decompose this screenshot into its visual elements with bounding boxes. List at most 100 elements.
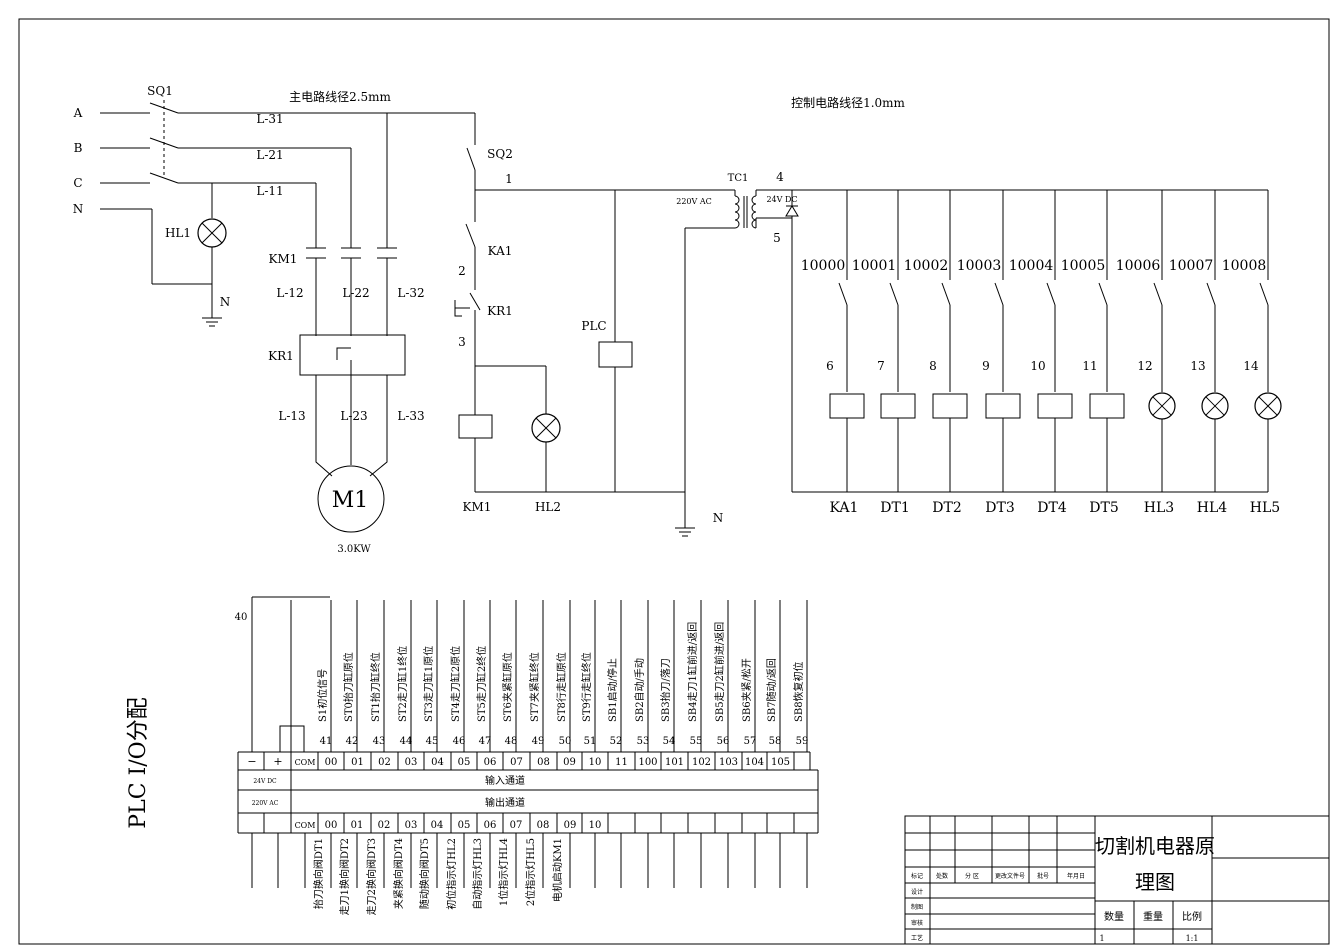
input-address-54: 101 [665,757,684,768]
title-left-label-3: 工艺 [911,934,923,942]
input-label-49: ST7夹紧缸终位 [528,652,541,722]
input-terminal-55: 55 [690,736,703,747]
wire-label-l21: L-21 [256,148,283,162]
qty-value: 1 [1099,934,1104,943]
output-contact [1206,282,1216,306]
input-terminal-54: 54 [663,736,676,747]
output-device-dt4: DT4 [1037,500,1067,516]
output-device-hl4: HL4 [1197,500,1228,516]
plc-label: PLC [581,319,606,333]
output-device-dt5: DT5 [1089,500,1118,516]
weight-label: 重量 [1143,910,1163,923]
output-label-05: 初位指示灯HL2 [445,838,458,910]
input-terminal-59: 59 [796,736,809,747]
title-row-label-4: 批号 [1037,872,1049,880]
plc-power-box [598,341,633,368]
km1-main-label: KM1 [269,252,298,266]
output-contact [994,282,1004,306]
output-contact [941,282,951,306]
input-address-53: 100 [638,757,657,768]
input-channel-label: 输入通道 [485,774,525,787]
input-terminal-52: 52 [610,736,623,747]
input-label-50: ST8行走缸原位 [555,652,568,722]
hl1-label: HL1 [165,226,191,240]
motor-lead [315,440,333,477]
output-coil-dt1 [880,393,916,419]
output-address-03: 03 [405,820,418,831]
output-device-dt3: DT3 [985,500,1014,516]
motor-lead [369,440,388,477]
output-address-10006: 10006 [1116,258,1161,274]
output-contact [1046,282,1056,306]
input-address-57: 104 [745,757,764,768]
title-left-label-2: 审核 [911,919,923,927]
input-terminal-45: 45 [426,736,439,747]
output-address-00: 00 [325,820,338,831]
input-address-56: 103 [719,757,738,768]
input-terminal-41: 41 [320,736,333,747]
dc24-label: 24V DC [253,778,277,785]
ka1-contact [465,223,476,248]
main-n-label: N [220,295,231,309]
output-label-03: 夹紧换向阀DT4 [392,838,405,909]
output-address-10005: 10005 [1061,258,1106,274]
input-label-56: SB5走刀2缸前进/返回 [713,622,726,722]
output-coil-dt4 [1037,393,1073,419]
output-coil-dt2 [932,393,968,419]
output-node-11: 11 [1082,359,1097,373]
input-terminal-50: 50 [559,736,572,747]
control-n-label: N [713,511,724,525]
node-3: 3 [458,335,466,349]
output-label-09: 电机启动KM1 [551,838,564,902]
output-label-08: 2位指示灯HL5 [524,838,537,906]
output-node-8: 8 [929,359,937,373]
title-block-frame [904,815,1330,945]
input-label-51: ST9行走缸终位 [580,652,593,722]
output-device-ka1: KA1 [830,500,859,516]
output-address-10001: 10001 [852,258,897,274]
kr1-contact-actuator [454,300,470,317]
plc-supply-box [279,725,305,753]
tc1-secondary-winding [751,195,757,229]
input-address-48: 07 [510,757,523,768]
input-label-45: ST3走刀缸1原位 [422,646,435,722]
output-label-07: 1位指示灯HL4 [497,838,510,906]
output-address-10: 10 [589,820,602,831]
input-address-45: 04 [431,757,444,768]
output-address-10004: 10004 [1009,258,1054,274]
hl2-label: HL2 [535,500,561,514]
km1-coil-label: KM1 [463,500,492,514]
wire-label-l22: L-22 [342,286,369,300]
input-label-55: SB4走刀1缸前进/返回 [686,622,699,722]
input-terminal-49: 49 [532,736,545,747]
output-node-14: 14 [1243,359,1259,373]
output-label-02: 走刀2换向阀DT3 [365,838,378,915]
output-device-hl3: HL3 [1144,500,1174,516]
kr1-contact [469,292,481,311]
input-terminal-46: 46 [453,736,466,747]
kr1-thermal-relay [299,334,406,376]
lamp-cross [535,417,557,439]
wire-label-l31: L-31 [256,112,283,126]
input-label-44: ST2走刀缸1终位 [396,646,409,722]
input-terminal-44: 44 [400,736,413,747]
title-row-label-1: 处数 [936,872,948,880]
output-contact [838,282,848,306]
wire-label-l11: L-11 [256,184,283,198]
qty-label: 数量 [1104,910,1124,923]
output-address-10002: 10002 [904,258,949,274]
drawing-title-line1: 切割机电器原 [1095,834,1215,858]
output-label-01: 走刀1换向阀DT2 [338,838,351,915]
control-wire-note: 控制电路线径1.0mm [791,95,905,110]
motor-label: M1 [332,488,369,513]
output-node-9: 9 [982,359,990,373]
main-wire-note: 主电路线径2.5mm [289,89,391,104]
wire-label-l33: L-33 [397,409,424,423]
kr1-main-label: KR1 [268,349,294,363]
minus-terminal: − [247,755,256,768]
input-address-55: 102 [692,757,711,768]
